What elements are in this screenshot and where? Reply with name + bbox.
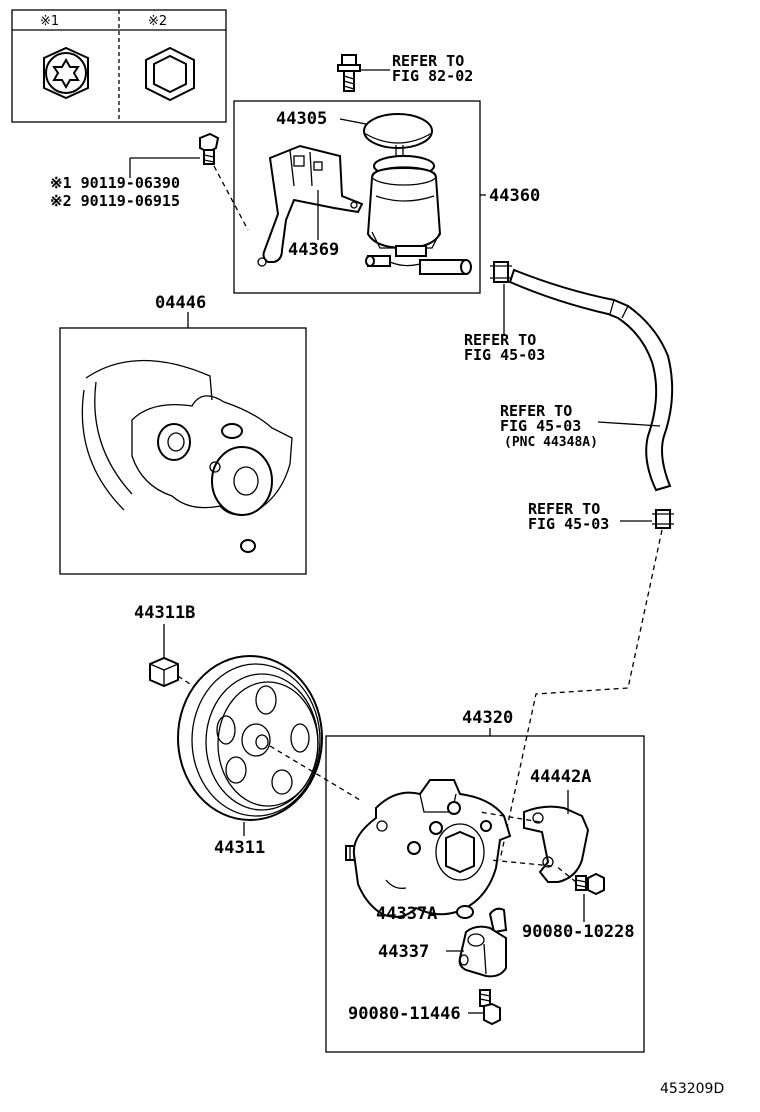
part-44360-label: 44360: [489, 186, 540, 206]
reservoir-bracket-44369: [257, 144, 364, 267]
pump-bracket-44442A: [523, 805, 590, 883]
gasket-kit-04446: [81, 359, 293, 553]
pump-assembly-box: [325, 735, 645, 1053]
reservoir-assembly-box: [233, 100, 481, 294]
suction-union-44337: [458, 907, 508, 978]
part-44442A-label: 44442A: [530, 767, 591, 787]
refer-fig-82-02-line2: FIG 82-02: [392, 67, 473, 85]
hex-bolt-head-icon: [145, 46, 195, 102]
reservoir-mount-bolt: [337, 54, 390, 92]
gasket-kit-box: [59, 327, 307, 575]
bracket-bolt: [199, 132, 220, 165]
bolt-90119-06390-label: ※1 90119-06390: [50, 174, 180, 192]
refer-fig-45-03-b-line3: (PNC 44348A): [504, 435, 598, 450]
legend-key-1: ※1: [40, 14, 59, 29]
reservoir-tank: [365, 145, 472, 275]
refer-fig-45-03-c-line1: REFER TO: [528, 500, 600, 518]
refer-fig-45-03-a-line2: FIG 45-03: [464, 346, 545, 364]
part-44320-label: 44320: [462, 708, 513, 728]
fastener-legend: ※1 ※2: [11, 9, 227, 123]
vane-pump-44320: [345, 779, 512, 918]
part-44305-label: 44305: [276, 109, 327, 129]
reservoir-cap-44305: [363, 113, 433, 149]
refer-fig-82-02-line1: REFER TO: [392, 52, 464, 70]
legend-key-2: ※2: [148, 14, 167, 29]
part-04446-label: 04446: [155, 293, 206, 313]
pulley-nut-44311B: [149, 656, 179, 688]
torx-bolt-head-icon: [43, 46, 89, 100]
refer-fig-45-03-a-line1: REFER TO: [464, 331, 536, 349]
pump-bolt-90080-10228: [575, 872, 605, 896]
part-44337-label: 44337: [378, 942, 429, 962]
part-44311B-label: 44311B: [134, 603, 195, 623]
union-bolt-90080-11446: [479, 989, 501, 1026]
part-44311-label: 44311: [214, 838, 265, 858]
refer-fig-45-03-c-line2: FIG 45-03: [528, 515, 609, 533]
pulley-44311: [177, 655, 323, 821]
bolt-90119-06915-label: ※2 90119-06915: [50, 192, 180, 210]
o-ring-44337A: [456, 905, 474, 919]
return-hose: [490, 261, 674, 529]
part-44337A-label: 44337A: [376, 904, 437, 924]
part-44369-label: 44369: [288, 240, 339, 260]
refer-fig-45-03-b-line1: REFER TO: [500, 402, 572, 420]
part-90080-11446-label: 90080-11446: [348, 1004, 461, 1024]
catalog-number: 453209D: [660, 1081, 724, 1097]
part-90080-10228-label: 90080-10228: [522, 922, 635, 942]
refer-fig-45-03-b-line2: FIG 45-03: [500, 417, 581, 435]
